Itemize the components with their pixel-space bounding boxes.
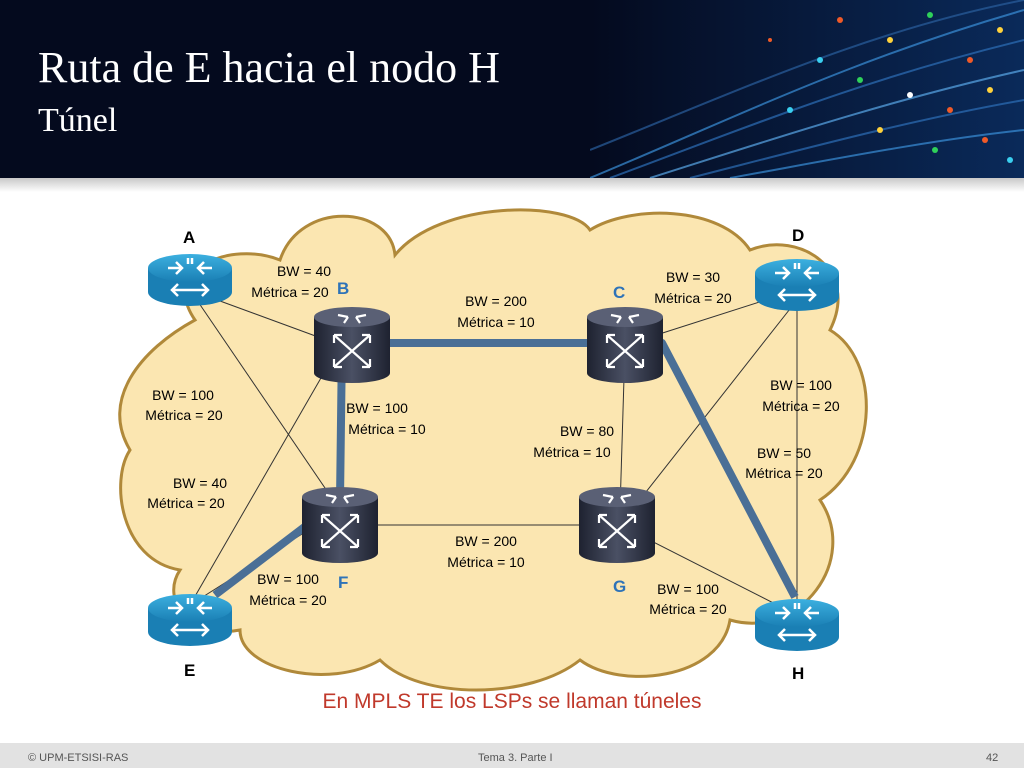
- network-diagram: A D E H B C F G BW = 40 Métrica = 20 BW …: [118, 208, 868, 692]
- link-label-A-F: BW = 100 Métrica = 20: [145, 387, 223, 423]
- network-cloud: [118, 208, 868, 692]
- link-bw-F-G: BW = 200: [455, 533, 517, 549]
- link-label-E-F: BW = 100 Métrica = 20: [249, 571, 327, 608]
- router-C[interactable]: [585, 305, 665, 385]
- link-bw-E-F: BW = 100: [257, 571, 319, 587]
- slide-header: Ruta de E hacia el nodo H Túnel: [0, 0, 1024, 178]
- node-label-G: G: [613, 577, 626, 596]
- link-label-B-C: BW = 200 Métrica = 10: [457, 293, 535, 330]
- link-label-D-G: BW = 50 Métrica = 20: [745, 445, 823, 481]
- link-D-G: [619, 299, 798, 526]
- node-label-A: A: [183, 228, 195, 247]
- node-label-C: C: [613, 283, 625, 302]
- router-E[interactable]: [146, 592, 234, 648]
- link-metric-F-G: Métrica = 10: [447, 554, 525, 570]
- link-bw-B-F: BW = 100: [346, 400, 408, 416]
- link-E-B: [189, 344, 341, 606]
- slide-title: Ruta de E hacia el nodo H: [38, 43, 500, 92]
- link-metric-D-G: Métrica = 20: [745, 465, 823, 481]
- link-label-G-H: BW = 100 Métrica = 20: [649, 581, 727, 617]
- footer-bar: [0, 743, 1024, 768]
- router-D[interactable]: [753, 257, 841, 313]
- node-label-E: E: [184, 661, 195, 680]
- link-metric-E-B: Métrica = 20: [147, 495, 225, 511]
- router-H[interactable]: [753, 597, 841, 653]
- link-metric-G-H: Métrica = 20: [649, 601, 727, 617]
- node-label-H: H: [792, 664, 804, 683]
- slide-caption: En MPLS TE los LSPs se llaman túneles: [322, 690, 702, 713]
- header-shadow: [0, 178, 1024, 192]
- link-bw-D-G: BW = 50: [757, 445, 811, 461]
- footer-copyright: © UPM-ETSISI-RAS: [28, 752, 129, 764]
- slide-subtitle: Túnel: [38, 102, 118, 139]
- link-metric-B-C: Métrica = 10: [457, 314, 535, 330]
- link-label-B-F: BW = 100 Métrica = 10: [346, 400, 426, 437]
- router-A[interactable]: [146, 252, 234, 308]
- link-label-A-B: BW = 40 Métrica = 20: [251, 263, 331, 300]
- link-label-E-B: BW = 40 Métrica = 20: [147, 475, 227, 511]
- link-bw-E-B: BW = 40: [173, 475, 227, 491]
- link-metric-A-B: Métrica = 20: [251, 284, 329, 300]
- link-label-D-H: BW = 100 Métrica = 20: [762, 377, 840, 414]
- footer-topic: Tema 3. Parte I: [478, 752, 553, 764]
- link-bw-D-H: BW = 100: [770, 377, 832, 393]
- router-F[interactable]: [300, 485, 380, 565]
- link-metric-A-F: Métrica = 20: [145, 407, 223, 423]
- node-label-F: F: [338, 573, 348, 592]
- link-bw-A-B: BW = 40: [277, 263, 331, 279]
- link-metric-B-F: Métrica = 10: [348, 421, 426, 437]
- fiber-optics-image: [590, 0, 1024, 178]
- link-bw-G-H: BW = 100: [657, 581, 719, 597]
- link-bw-A-F: BW = 100: [152, 387, 214, 403]
- link-bw-C-D: BW = 30: [666, 269, 720, 285]
- link-label-F-G: BW = 200 Métrica = 10: [447, 533, 525, 570]
- link-label-C-D: BW = 30 Métrica = 20: [654, 269, 732, 306]
- node-label-D: D: [792, 226, 804, 245]
- link-metric-C-D: Métrica = 20: [654, 290, 732, 306]
- link-metric-E-F: Métrica = 20: [249, 592, 327, 608]
- router-G[interactable]: [577, 485, 657, 565]
- page-number: 42: [986, 752, 999, 764]
- link-bw-C-G: BW = 80: [560, 423, 614, 439]
- link-metric-D-H: Métrica = 20: [762, 398, 840, 414]
- link-metric-C-G: Métrica = 10: [533, 444, 611, 460]
- router-B[interactable]: [312, 305, 392, 385]
- link-bw-B-C: BW = 200: [465, 293, 527, 309]
- node-label-B: B: [337, 279, 349, 298]
- link-label-C-G: BW = 80 Métrica = 10: [533, 423, 614, 460]
- link-A-F: [189, 289, 341, 511]
